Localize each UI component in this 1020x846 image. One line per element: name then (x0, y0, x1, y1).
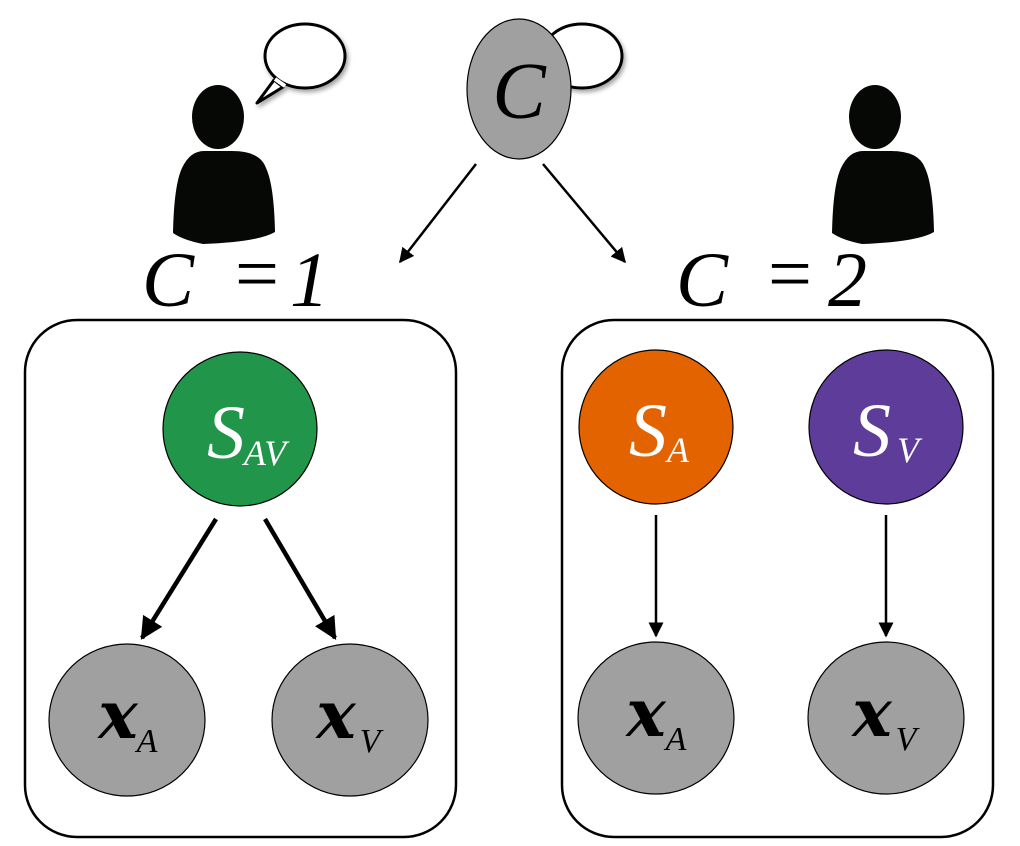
node-x-v-left: x V (271, 643, 429, 797)
s-av-main: S (207, 391, 245, 475)
arrow-c-to-c2 (542, 163, 626, 264)
node-x-a-right: x A (577, 641, 735, 795)
c1-lhs: C (142, 236, 195, 323)
person-head (192, 85, 244, 149)
speech-bubble-icon-left (255, 22, 347, 105)
arrow-s-av-to-x-v (263, 517, 337, 640)
node-x-v-right: x V (807, 641, 965, 795)
s-av-sub: AV (242, 433, 290, 473)
panel-common-cause: S AV x A x V (23, 318, 458, 839)
c1-rhs: 1 (290, 236, 329, 323)
svg-text:C: C (142, 236, 195, 323)
node-s-a: S A (578, 349, 734, 505)
branch-label-c1: C = 1 (142, 230, 329, 323)
x-a-sub: A (664, 721, 687, 758)
arrow-c-to-c1 (399, 163, 477, 264)
person-body (832, 151, 934, 244)
node-c-circle (466, 18, 572, 160)
s-a-sub: A (665, 430, 690, 470)
s-v-main: S (853, 389, 891, 473)
s-v-sub: V (897, 430, 923, 470)
person-icon-right (832, 85, 934, 244)
node-x-a-left: x A (48, 643, 206, 797)
node-s-av: S AV (162, 351, 318, 507)
c1-eq: = (235, 230, 279, 317)
person-body (173, 151, 275, 244)
x-v-main: x (314, 676, 356, 754)
panel-separate-causes: S A S V x A x V (560, 318, 995, 839)
x-a-sub: A (135, 723, 158, 760)
person-head (849, 85, 901, 149)
x-v-main: x (850, 674, 892, 752)
c2-rhs: 2 (828, 236, 867, 323)
person-icon-left (173, 85, 275, 244)
branch-label-c2: C = 2 (676, 230, 867, 323)
s-a-main: S (629, 389, 667, 473)
node-c: C (466, 18, 572, 160)
arrow-s-av-to-x-a (140, 517, 218, 640)
c2-lhs: C (676, 236, 729, 323)
node-s-v: S V (808, 349, 964, 505)
c2-eq: = (768, 230, 812, 317)
x-a-main: x (96, 676, 138, 754)
node-c-label: C (492, 48, 547, 136)
x-a-main: x (624, 674, 666, 752)
